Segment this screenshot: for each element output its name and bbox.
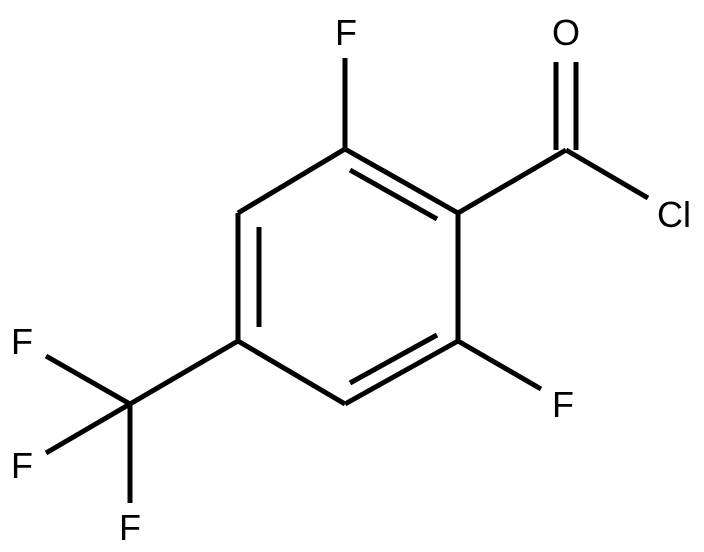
- bond-cf3-f1: [44, 353, 132, 407]
- atom-label-f-right: F: [552, 384, 574, 425]
- atom-label-o: O: [551, 12, 581, 53]
- bond-c5-c6-inner: [348, 332, 439, 386]
- bond-cf3-f2: [44, 401, 132, 456]
- bond-c1-carbonyl: [456, 147, 568, 216]
- bond-c1-c2: [343, 146, 460, 216]
- bond-carbonyl-cl: [564, 147, 650, 201]
- bond-c4-c5: [236, 338, 347, 407]
- atom-label-cl: Cl: [657, 194, 691, 235]
- atom-label-cf3-f3: F: [119, 507, 141, 548]
- bond-c4-cf3: [128, 338, 240, 407]
- bond-c1-c2-inner: [348, 167, 439, 222]
- atom-label-f-top: F: [335, 12, 357, 53]
- atom-label-cf3-f1: F: [11, 321, 33, 362]
- bond-c5-c6: [343, 338, 460, 407]
- bond-c6-f: [456, 338, 543, 392]
- bond-c2-c3: [236, 146, 347, 216]
- atom-label-cf3-f2: F: [11, 445, 33, 486]
